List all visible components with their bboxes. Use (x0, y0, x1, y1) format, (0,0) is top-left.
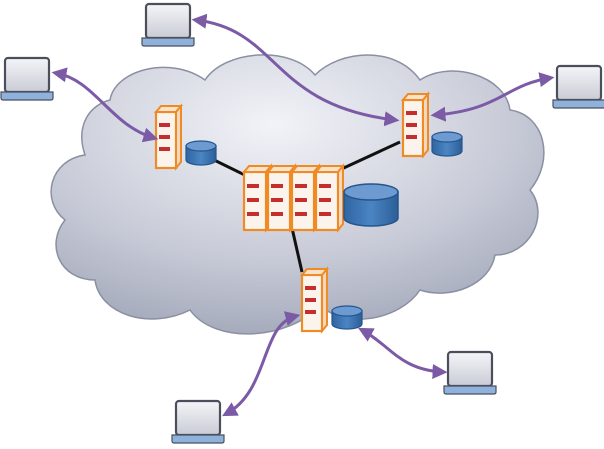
link-bottom-server (290, 227, 304, 273)
server-rack-icon (154, 104, 183, 170)
computer-terminal-icon (170, 399, 226, 445)
link-bottom-right-client (358, 327, 448, 379)
central-server-cluster (242, 164, 399, 232)
link-right-client (430, 72, 555, 122)
database-cylinder-icon (185, 140, 217, 166)
server-rack-icon (401, 92, 430, 158)
edge-server-right (401, 92, 463, 158)
link-left-client (51, 67, 159, 143)
database-cylinder-icon (343, 183, 399, 227)
link-right-server (334, 140, 401, 174)
edge-server-left (154, 104, 217, 170)
link-top-client (191, 13, 400, 127)
database-cylinder-icon (331, 305, 363, 330)
computer-terminal-icon (0, 56, 55, 102)
computer-terminal-icon (140, 2, 196, 48)
server-rack-icon (300, 267, 329, 333)
computer-terminal-icon (442, 350, 498, 396)
database-cylinder-icon (431, 131, 463, 157)
server-rack-icon (314, 164, 345, 232)
computer-terminal-icon (551, 64, 604, 110)
client-links (51, 13, 555, 417)
link-bottom-left-client (222, 311, 301, 417)
edge-server-bottom (300, 267, 363, 333)
